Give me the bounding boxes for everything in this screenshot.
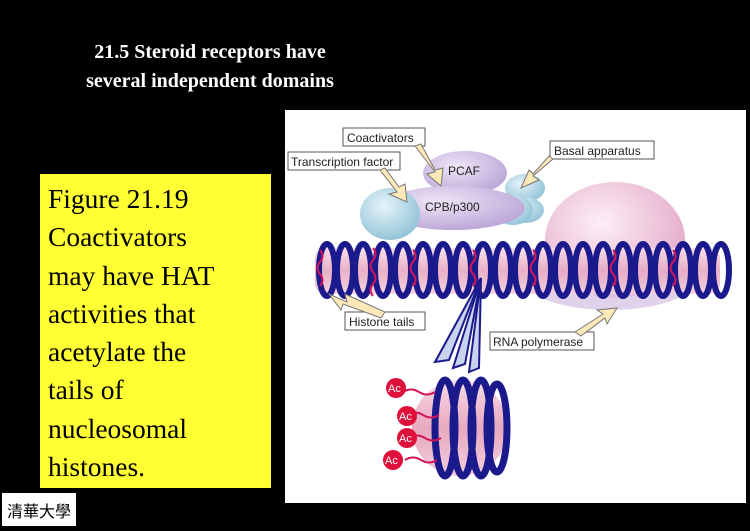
caption-box: Figure 21.19 Coactivators may have HAT a…: [40, 174, 271, 488]
caption-line: histones.: [48, 451, 146, 483]
acetyl-label: Ac: [399, 411, 412, 423]
coactivator-diagram: PCAF CPB/p300: [287, 127, 732, 480]
university-logo: 清華大學: [2, 493, 76, 526]
dna-coils: [316, 241, 732, 299]
coactivators-label: Coactivators: [347, 131, 414, 145]
coactivators-callout: Coactivators: [342, 127, 444, 187]
histone-tails: [316, 247, 677, 297]
acetyl-label: Ac: [399, 433, 412, 445]
chromatin-fiber: [315, 241, 732, 299]
acetylated-nucleosome: Ac Ac Ac Ac: [383, 376, 511, 480]
histone-tails-label: Histone tails: [349, 315, 414, 329]
logo-calligraphy: 清華大學: [7, 502, 71, 521]
caption-line: activities that: [48, 297, 196, 329]
caption-line: acetylate the: [48, 336, 187, 368]
title-line-2: several independent domains: [86, 70, 334, 92]
acetyl-label: Ac: [385, 455, 398, 467]
basal-apparatus-callout: Basal apparatus: [520, 140, 655, 189]
zoom-cone: [433, 277, 482, 374]
histone-tails-callout: Histone tails: [327, 292, 426, 331]
acetyl-mark: [383, 450, 403, 470]
basal-apparatus-label: Basal apparatus: [554, 144, 641, 158]
diagram-figure: PCAF CPB/p300: [285, 110, 746, 503]
caption-line: nucleosomal: [48, 412, 187, 444]
rna-polymerase-callout: RNA polymerase: [489, 307, 618, 351]
caption-line: Figure 21.19: [48, 183, 189, 214]
acetyl-mark: [397, 406, 417, 426]
slide-title: 21.5 Steroid receptors have several inde…: [40, 38, 380, 96]
caption-line: Coactivators: [48, 221, 187, 253]
acetyl-mark: [397, 428, 417, 448]
transcription-factor-sphere: [360, 188, 420, 240]
pcaf-complex: [423, 151, 507, 195]
rna-polymerase-label: RNA polymerase: [493, 335, 583, 349]
acetyl-label: Ac: [388, 383, 401, 395]
pcaf-label: PCAF: [448, 164, 480, 178]
title-line-1: 21.5 Steroid receptors have: [94, 41, 326, 63]
acetyl-mark: [386, 378, 406, 398]
cpb-p300-label: CPB/p300: [425, 200, 480, 214]
logo-text: 清華大學: [7, 502, 71, 521]
transcription-factor-callout: Transcription factor: [287, 151, 408, 203]
caption-line: may have HAT: [48, 259, 215, 291]
caption-line: tails of: [48, 374, 124, 406]
transcription-factor-label: Transcription factor: [291, 155, 393, 169]
